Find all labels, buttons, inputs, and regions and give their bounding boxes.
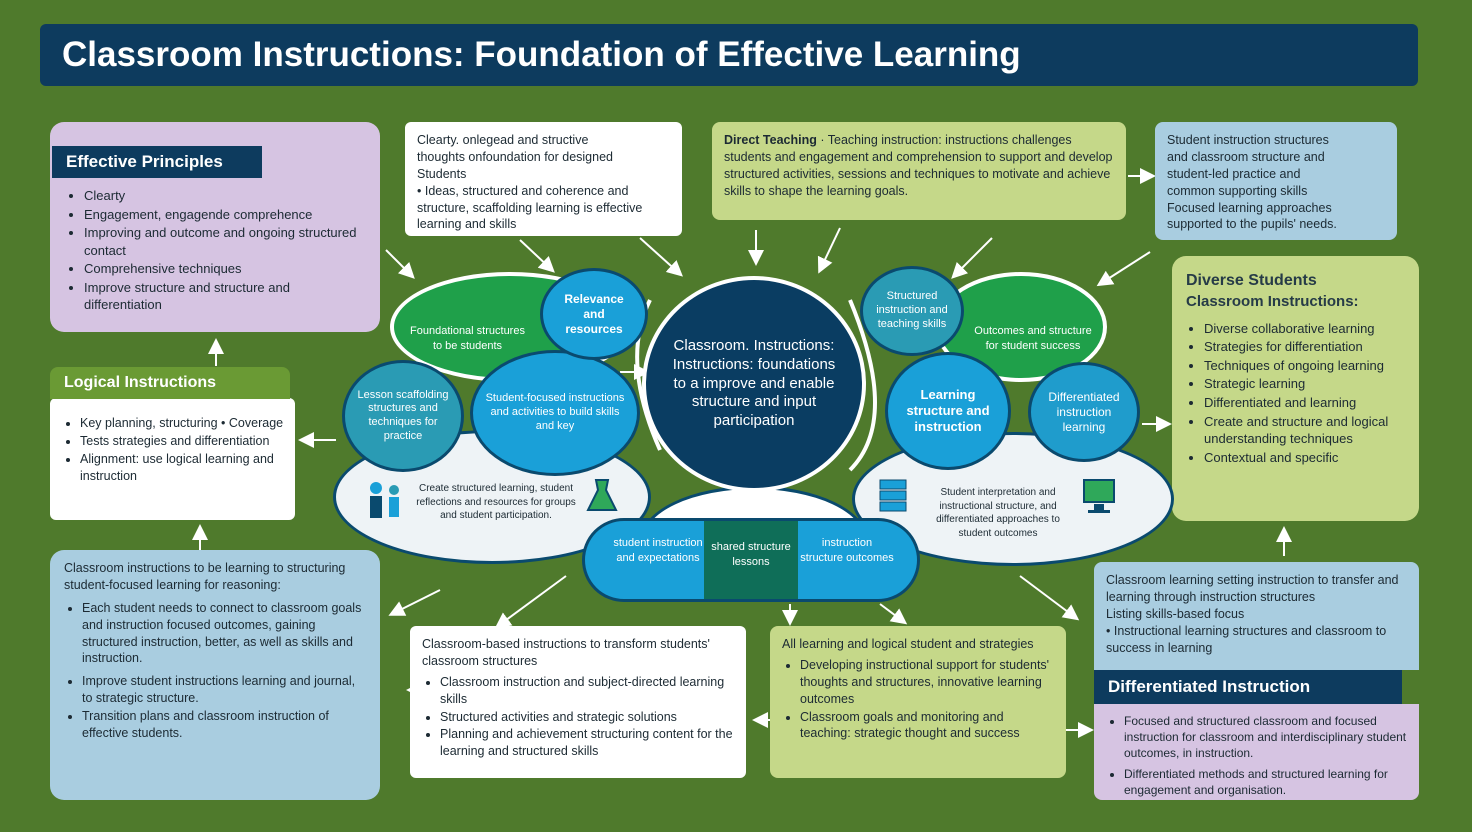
list-item: Differentiated and learning bbox=[1204, 394, 1405, 412]
list-item: Engagement, engagende comprehence bbox=[84, 206, 366, 224]
text-line: Clearty. onlegead and structive bbox=[417, 133, 589, 147]
list-item: Classroom goals and monitoring and teach… bbox=[800, 709, 1054, 743]
effective-principles-header: Effective Principles bbox=[52, 146, 262, 178]
direct-teaching-text: Teaching instruction: instructions chall… bbox=[724, 133, 1113, 198]
list-item: Transition plans and classroom instructi… bbox=[82, 708, 366, 742]
list-item: Strategic learning bbox=[1204, 375, 1405, 393]
classroom-instructions-box: Classroom instructions to be learning to… bbox=[50, 550, 380, 800]
list-item: Planning and achievement structuring con… bbox=[440, 726, 734, 760]
arrow bbox=[1019, 575, 1080, 621]
people-icon bbox=[370, 482, 399, 518]
list-item: Improve structure and structure and diff… bbox=[84, 279, 366, 314]
list-item: Alignment: use logical learning and inst… bbox=[80, 451, 285, 485]
text-line: learning and skills bbox=[417, 217, 517, 232]
list-item: Key planning, structuring • Coverage bbox=[80, 415, 285, 432]
direct-teaching-heading: Direct Teaching bbox=[724, 133, 817, 147]
list-item: Strategies for differentiation bbox=[1204, 338, 1405, 356]
arrow bbox=[817, 227, 841, 274]
flask-icon bbox=[586, 479, 618, 511]
text-line: and classroom structure and bbox=[1167, 149, 1325, 164]
top-right-circle: Structured instruction and teaching skil… bbox=[860, 266, 964, 356]
text-line: supported to the pupils' needs. bbox=[1167, 217, 1337, 232]
list-item: Diverse collaborative learning bbox=[1204, 320, 1405, 338]
logical-strategies-intro: All learning and logical student and str… bbox=[782, 637, 1034, 651]
principles-list: Clearty Engagement, engagende comprehenc… bbox=[66, 187, 366, 314]
logical-strategies-box: All learning and logical student and str… bbox=[770, 626, 1066, 778]
arrow bbox=[494, 575, 567, 629]
left-teal-circle: Lesson scaffolding structures and techni… bbox=[342, 360, 464, 472]
logical-instructions-box: Key planning, structuring • Coverage Tes… bbox=[50, 398, 295, 520]
classroom-intro: Classroom instructions to be learning to… bbox=[64, 561, 346, 592]
logical-strategies-list: Developing instructional support for stu… bbox=[782, 657, 1054, 742]
arrow bbox=[1096, 251, 1151, 287]
list-item: Tests strategies and differentiation bbox=[80, 433, 285, 450]
pill-left-text: student instruction and expectations bbox=[613, 537, 703, 564]
classroom-structures-box: Classroom-based instructions to transfor… bbox=[410, 626, 746, 778]
list-item: Developing instructional support for stu… bbox=[800, 657, 1054, 708]
server-icon bbox=[879, 479, 907, 512]
text-line: Focused learning approaches bbox=[1167, 200, 1332, 215]
right-teal-circle: Differentiated instruction learning bbox=[1028, 362, 1140, 462]
classroom-list: Each student needs to connect to classro… bbox=[64, 600, 366, 742]
list-item: Each student needs to connect to classro… bbox=[82, 600, 366, 668]
list-item: Improving and outcome and ongoing struct… bbox=[84, 224, 366, 259]
text-line: • Instructional learning structures and … bbox=[1106, 623, 1387, 655]
arrow bbox=[951, 237, 993, 279]
arrow bbox=[388, 589, 441, 616]
list-item: Create and structure and logical underst… bbox=[1204, 413, 1405, 448]
classroom-structures-intro: Classroom-based instructions to transfor… bbox=[422, 637, 710, 668]
pill-mid-text: shared structure lessons bbox=[711, 541, 791, 568]
right-blue-circle: Learning structure and instruction bbox=[885, 352, 1011, 470]
pill-right-text: instruction structure outcomes bbox=[800, 537, 894, 564]
arrow bbox=[879, 603, 908, 625]
right-lower-text: Student interpretation and instructional… bbox=[936, 487, 1060, 539]
arrow bbox=[519, 239, 555, 273]
list-item: Structured activities and strategic solu… bbox=[440, 709, 734, 726]
central-hub-circle: Classroom. Instructions: Instructions: f… bbox=[642, 276, 866, 492]
differentiated-instruction-box: Focused and structured classroom and foc… bbox=[1094, 704, 1419, 800]
text-line: Classroom learning setting instruction t… bbox=[1106, 573, 1399, 604]
diverse-title-1: Diverse Students bbox=[1186, 272, 1317, 289]
text-line: common supporting skills bbox=[1167, 183, 1308, 198]
list-item: Techniques of ongoing learning bbox=[1204, 357, 1405, 375]
computer-icon bbox=[1083, 479, 1115, 513]
text-line: structure, scaffolding learning is effec… bbox=[417, 200, 643, 215]
text-line: thoughts onfoundation for designed bbox=[417, 149, 613, 164]
page-title: Classroom Instructions: Foundation of Ef… bbox=[40, 24, 1418, 86]
left-blue-circle: Student-focused instructions and activit… bbox=[470, 350, 640, 476]
left-lower-text: Create structured learning, student refl… bbox=[416, 483, 576, 521]
list-item: Clearty bbox=[84, 187, 366, 205]
classroom-structures-list: Classroom instruction and subject-direct… bbox=[422, 674, 734, 760]
text-line: Listing skills-based focus bbox=[1106, 606, 1245, 621]
relevance-circle: Relevance and resources bbox=[540, 268, 648, 360]
list-item: Classroom instruction and subject-direct… bbox=[440, 674, 734, 708]
list-item: Comprehensive techniques bbox=[84, 260, 366, 278]
differentiated-list: Focused and structured classroom and foc… bbox=[1106, 713, 1407, 798]
top-right-box: Student instruction structures and class… bbox=[1155, 122, 1397, 240]
right-green-oval-text: Outcomes and structure for student succe… bbox=[974, 325, 1092, 352]
logical-instructions-header: Logical Instructions bbox=[50, 367, 290, 399]
text-line: Student instruction structures bbox=[1167, 133, 1329, 147]
diverse-students-box: Diverse Students Classroom Instructions:… bbox=[1172, 256, 1419, 521]
text-line: • Ideas, structured and coherence and bbox=[417, 183, 629, 198]
list-item: Improve student instructions learning an… bbox=[82, 673, 366, 707]
list-item: Contextual and specific bbox=[1204, 449, 1405, 467]
left-green-oval-text: Foundational structures to be students bbox=[410, 325, 525, 352]
arrow bbox=[639, 237, 683, 277]
clarity-box: Clearty. onlegead and structive thoughts… bbox=[405, 122, 682, 236]
pill-mid-section bbox=[704, 521, 798, 599]
direct-teaching-box: Direct Teaching · Teaching instruction: … bbox=[712, 122, 1126, 220]
arrow bbox=[385, 249, 415, 279]
list-item: Focused and structured classroom and foc… bbox=[1124, 713, 1407, 762]
text-line: student-led practice and bbox=[1167, 166, 1301, 181]
logical-list: Key planning, structuring • Coverage Tes… bbox=[62, 415, 285, 485]
text-line: Students bbox=[417, 166, 467, 181]
list-item: Differentiated methods and structured le… bbox=[1124, 766, 1407, 798]
diverse-list: Diverse collaborative learning Strategie… bbox=[1186, 320, 1405, 466]
curve-arrow bbox=[848, 299, 877, 472]
diverse-title-2: Classroom Instructions: bbox=[1186, 292, 1359, 310]
bottom-right-box: Classroom learning setting instruction t… bbox=[1094, 562, 1419, 670]
differentiated-instruction-header: Differentiated Instruction bbox=[1094, 670, 1402, 704]
